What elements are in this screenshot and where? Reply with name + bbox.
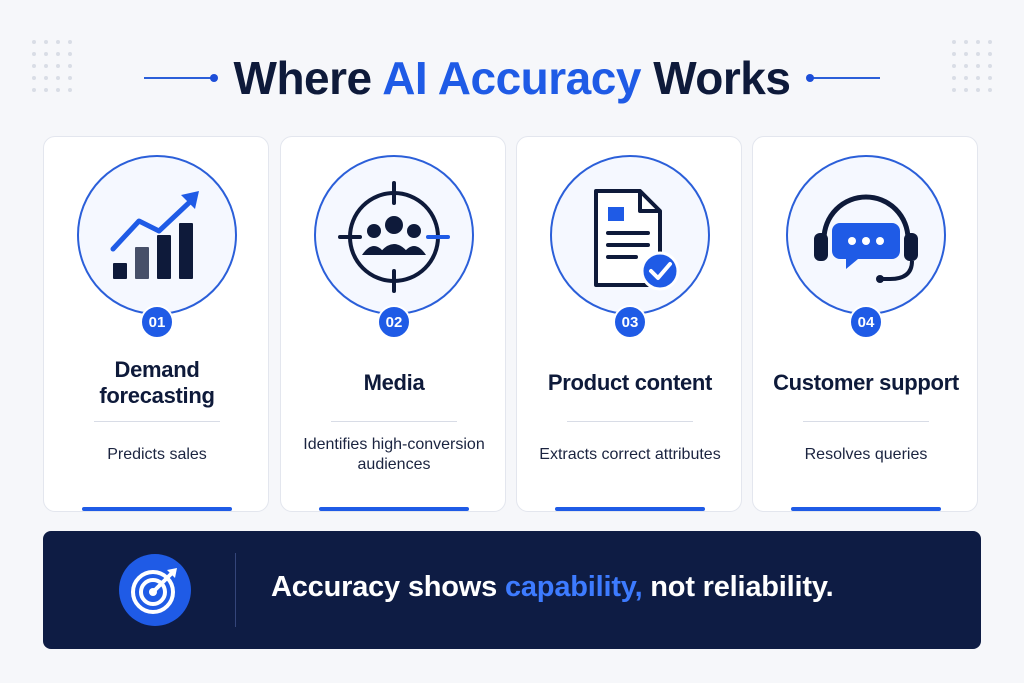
card-accent-bar (791, 507, 941, 511)
card-number-badge: 03 (613, 305, 647, 339)
card-icon-circle (786, 155, 946, 315)
card-divider (567, 421, 693, 422)
title-row: Where AI Accuracy Works (0, 48, 1024, 108)
conclusion-banner: Accuracy shows capability, not reliabili… (43, 531, 981, 649)
dot-grid-decoration-right (952, 40, 992, 92)
card-product-content: 03 Product content Extracts correct attr… (516, 136, 742, 512)
card-accent-bar (555, 507, 705, 511)
banner-message: Accuracy shows capability, not reliabili… (271, 571, 834, 611)
banner-separator (235, 553, 236, 627)
card-divider (94, 421, 220, 422)
card-title: Demand forecasting (99, 356, 215, 408)
title-accent: AI Accuracy (382, 52, 641, 104)
target-audience-icon (338, 181, 450, 293)
title-prefix: Where (233, 52, 373, 104)
card-demand-forecasting: 01 Demand forecasting Predicts sales (43, 136, 269, 512)
title-line-left (143, 74, 218, 82)
card-number-badge: 02 (377, 305, 411, 339)
card-icon-circle (77, 155, 237, 315)
card-accent-bar (319, 507, 469, 511)
card-media: 02 Media Identifies high-conversion audi… (280, 136, 506, 512)
card-divider (331, 421, 457, 422)
card-title: Media (363, 369, 425, 395)
card-customer-support: 04 Customer support Resolves queries (752, 136, 978, 512)
card-description: Predicts sales (107, 446, 207, 463)
card-description: Extracts correct attributes (539, 446, 721, 463)
card-title: Product content (547, 369, 713, 395)
chart-up-icon (110, 191, 199, 279)
card-title: Customer support (773, 369, 959, 395)
title-line-right (806, 74, 881, 82)
card-description: Identifies high-conversion audiences (303, 436, 485, 473)
banner-text-before: Accuracy shows (271, 571, 498, 603)
page-title: Where AI Accuracy Works (234, 51, 791, 105)
document-check-icon (594, 189, 680, 291)
target-arrow-icon (131, 568, 177, 614)
card-number-badge: 04 (849, 305, 883, 339)
banner-text-after: not reliability. (650, 571, 834, 603)
card-icon-circle (550, 155, 710, 315)
card-number-badge: 01 (140, 305, 174, 339)
card-accent-bar (82, 507, 232, 511)
dot-grid-decoration-left (32, 40, 72, 92)
title-suffix: Works (653, 52, 791, 104)
card-description: Resolves queries (804, 446, 928, 463)
headset-chat-icon (814, 194, 918, 283)
card-divider (803, 421, 929, 422)
banner-icon-circle (119, 554, 191, 626)
card-icon-circle (314, 155, 474, 315)
banner-text-highlight: capability, (504, 571, 643, 603)
